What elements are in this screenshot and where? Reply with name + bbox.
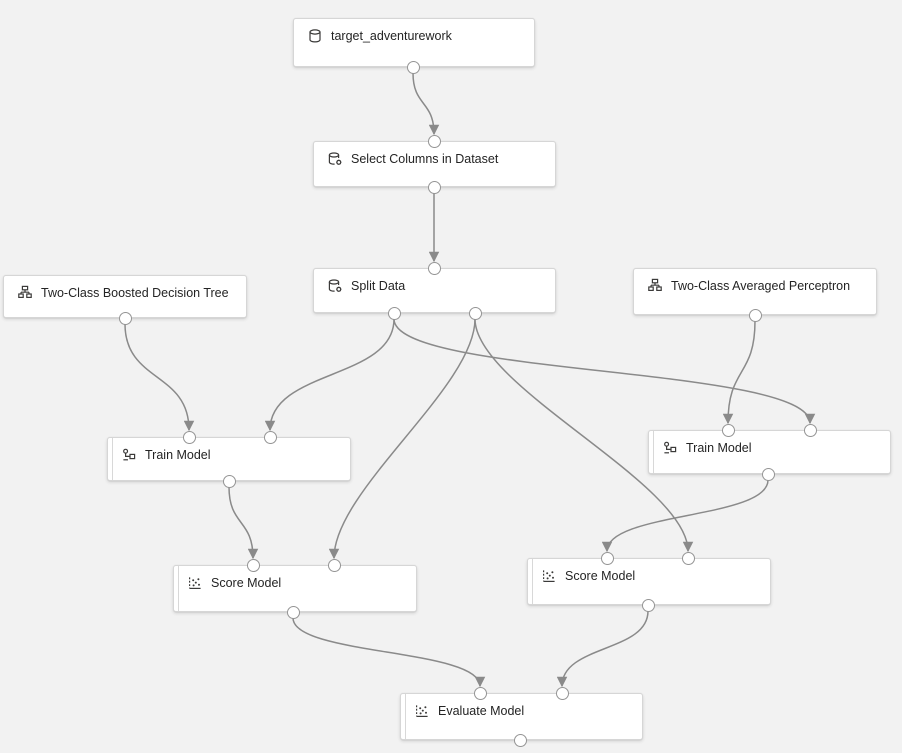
node-label: Score Model — [211, 576, 282, 590]
train-icon — [123, 448, 136, 461]
node-header: Select Columns in Dataset — [314, 142, 508, 167]
node-train-left[interactable]: Train Model — [107, 437, 351, 481]
node-header: Evaluate Model — [401, 694, 534, 719]
node-label: Two-Class Boosted Decision Tree — [41, 286, 229, 300]
input-port-train-left-1[interactable] — [263, 430, 277, 444]
output-port-split-data-0[interactable] — [387, 306, 401, 320]
output-port-split-data-1[interactable] — [468, 306, 482, 320]
node-score-left[interactable]: Score Model — [173, 565, 417, 612]
input-port-train-right-1[interactable] — [803, 423, 817, 437]
database-gear-icon — [328, 152, 342, 165]
node-label: Score Model — [565, 569, 636, 583]
input-port-train-right-0[interactable] — [721, 423, 735, 437]
node-split-data[interactable]: Split Data — [313, 268, 556, 313]
database-gear-icon — [328, 279, 342, 292]
node-header: Train Model — [108, 438, 221, 463]
train-icon — [664, 441, 677, 454]
edge-split-data-to-score-left[interactable] — [328, 318, 476, 560]
output-port-evaluate-0[interactable] — [513, 733, 527, 747]
input-port-score-right-1[interactable] — [681, 551, 695, 565]
node-dataset[interactable]: target_adventurework — [293, 18, 535, 67]
edge-dataset-to-select-columns[interactable] — [412, 72, 440, 136]
input-port-score-left-1[interactable] — [327, 558, 341, 572]
edge-split-data-to-train-left[interactable] — [264, 318, 395, 432]
node-header: target_adventurework — [294, 19, 462, 44]
node-evaluate[interactable]: Evaluate Model — [400, 693, 643, 740]
node-header: Score Model — [528, 559, 645, 584]
node-label: Select Columns in Dataset — [351, 152, 499, 166]
node-label: Evaluate Model — [438, 704, 525, 718]
scatter-icon — [189, 577, 201, 589]
output-port-score-right-0[interactable] — [641, 598, 655, 612]
node-label: Train Model — [686, 441, 752, 455]
edge-split-data-to-score-right[interactable] — [474, 318, 694, 553]
edge-score-left-to-evaluate[interactable] — [292, 617, 486, 688]
node-avg-perceptron[interactable]: Two-Class Averaged Perceptron — [633, 268, 877, 315]
node-header: Train Model — [649, 431, 762, 456]
edge-score-right-to-evaluate[interactable] — [556, 610, 649, 688]
output-port-score-left-0[interactable] — [286, 605, 300, 619]
output-port-train-left-0[interactable] — [222, 474, 236, 488]
scatter-icon — [416, 705, 428, 717]
node-header: Two-Class Boosted Decision Tree — [4, 276, 239, 301]
node-label: Train Model — [145, 448, 211, 462]
edge-train-right-to-score-right[interactable] — [601, 479, 769, 553]
input-port-score-right-0[interactable] — [600, 551, 614, 565]
scatter-icon — [543, 570, 555, 582]
node-header: Split Data — [314, 269, 415, 294]
edge-train-left-to-score-left[interactable] — [228, 486, 259, 560]
node-label: Split Data — [351, 279, 406, 293]
node-label: Two-Class Averaged Perceptron — [671, 279, 851, 293]
node-score-right[interactable]: Score Model — [527, 558, 771, 605]
node-select-columns[interactable]: Select Columns in Dataset — [313, 141, 556, 187]
edge-avg-perceptron-to-train-right[interactable] — [722, 320, 756, 425]
input-port-evaluate-0[interactable] — [473, 686, 487, 700]
input-port-train-left-0[interactable] — [182, 430, 196, 444]
output-port-dataset-0[interactable] — [406, 60, 420, 74]
database-icon — [309, 29, 321, 43]
node-header: Two-Class Averaged Perceptron — [634, 269, 860, 294]
edge-split-data-to-train-right[interactable] — [393, 318, 816, 425]
algorithm-icon — [18, 285, 32, 299]
output-port-train-right-0[interactable] — [761, 467, 775, 481]
node-header: Score Model — [174, 566, 291, 591]
edge-boosted-tree-to-train-left[interactable] — [124, 323, 195, 432]
input-port-score-left-0[interactable] — [246, 558, 260, 572]
input-port-evaluate-1[interactable] — [555, 686, 569, 700]
output-port-boosted-tree-0[interactable] — [118, 311, 132, 325]
algorithm-icon — [648, 278, 662, 292]
output-port-avg-perceptron-0[interactable] — [748, 308, 762, 322]
input-port-split-data-0[interactable] — [427, 261, 441, 275]
node-label: target_adventurework — [331, 29, 452, 43]
output-port-select-columns-0[interactable] — [427, 180, 441, 194]
input-port-select-columns-0[interactable] — [427, 134, 441, 148]
node-train-right[interactable]: Train Model — [648, 430, 891, 474]
